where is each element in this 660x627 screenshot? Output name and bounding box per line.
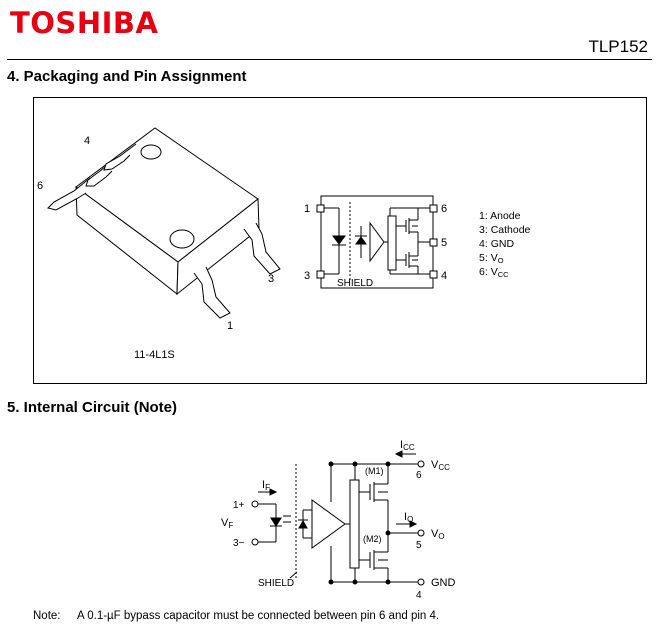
legend-row-4: 4: GND — [479, 238, 514, 250]
legend-row-1: 1: Anode — [479, 210, 521, 222]
note-text: A 0.1-µF bypass capacitor must be connec… — [77, 610, 440, 622]
sch-pin-5-label: 5 — [441, 237, 447, 249]
internal-circuit: ICC VCC 6 (M1) (M2) IF 1+ VF 3− IO VO 5 … — [221, 439, 456, 601]
pin-schematic — [316, 195, 438, 289]
ic-pin6-label: 6 — [416, 470, 422, 481]
ic-icc-arrow — [394, 450, 403, 458]
document-id: TLP152 — [588, 37, 648, 56]
sch-pin6-pad — [429, 204, 438, 213]
ic-shield-label: SHIELD — [258, 578, 294, 589]
sch-pin-4-label: 4 — [441, 270, 447, 282]
ic-pin3-terminal — [251, 538, 259, 546]
note-label: Note: — [33, 610, 61, 622]
package-pin-1-label: 1 — [227, 320, 233, 332]
sch-pin4-pad — [429, 270, 438, 279]
ic-m1-label: (M1) — [365, 466, 384, 476]
sch-shield-label: SHIELD — [337, 278, 373, 289]
ic-vcc-label: VCC — [431, 459, 450, 472]
ic-pin6-terminal — [417, 460, 425, 468]
sch-amplifier — [369, 221, 385, 263]
package-code-label: 11-4L1S — [134, 349, 175, 361]
ic-pin4-terminal — [417, 578, 425, 586]
ic-pin1-label: 1+ — [233, 500, 245, 511]
ic-pin5-terminal — [417, 529, 425, 537]
ic-pin5-label: 5 — [416, 540, 422, 551]
ic-buffer — [349, 479, 360, 569]
ic-pin4-label: 4 — [416, 590, 422, 601]
legend-row-6: 6: VCC — [479, 266, 509, 279]
ic-vf-label: VF — [221, 517, 233, 530]
ic-pin3-label: 3− — [233, 538, 245, 549]
sch-led-icon — [332, 235, 346, 245]
package-mark — [169, 229, 195, 249]
package-pin-6-label: 6 — [37, 180, 43, 192]
section-4-title: 4. Packaging and Pin Assignment — [7, 68, 247, 85]
package-pin-3-label: 3 — [268, 273, 274, 285]
package-pin-4-label: 4 — [84, 135, 90, 147]
sch-pin-3-label: 3 — [304, 270, 310, 282]
brand-logo: TOSHIBA — [10, 6, 159, 40]
header-rule — [7, 59, 652, 60]
ic-m2-label: (M2) — [363, 534, 382, 544]
legend-row-3: 3: Cathode — [479, 224, 531, 236]
ic-if-arrow — [269, 488, 278, 496]
ic-gnd-label: GND — [431, 577, 456, 589]
package-figure-frame: 4 6 3 1 11-4L1S — [33, 97, 647, 384]
pin-legend: 1: Anode 3: Cathode 4: GND 5: VO 6: VCC — [479, 210, 531, 279]
lead-4 — [103, 143, 137, 171]
ic-io-arrow — [409, 520, 418, 528]
sch-pin5-pad — [429, 238, 438, 247]
ic-pin1-terminal — [251, 500, 259, 508]
package-figure: 4 6 3 1 11-4L1S — [37, 127, 531, 361]
ic-led-icon — [270, 517, 282, 527]
ic-if-label: IF — [262, 479, 270, 492]
legend-row-5: 5: VO — [479, 252, 504, 265]
ic-vo-label: VO — [431, 528, 445, 541]
package-pin1-mark — [140, 144, 162, 160]
ic-icc-label: ICC — [400, 439, 415, 452]
lead-1 — [193, 266, 231, 319]
lead-6 — [47, 177, 91, 211]
ic-amplifier — [311, 499, 346, 549]
sch-pin1-pad — [316, 204, 325, 213]
ic-io-label: IO — [404, 511, 413, 524]
lead-3 — [243, 222, 281, 275]
sch-pin-1-label: 1 — [304, 203, 310, 215]
sch-pin-6-label: 6 — [441, 203, 447, 215]
bypass-note: Note: A 0.1-µF bypass capacitor must be c… — [33, 610, 439, 622]
sch-pin3-pad — [316, 270, 325, 279]
section-5-title: 5. Internal Circuit (Note) — [7, 399, 178, 416]
package-drawing — [47, 127, 281, 319]
